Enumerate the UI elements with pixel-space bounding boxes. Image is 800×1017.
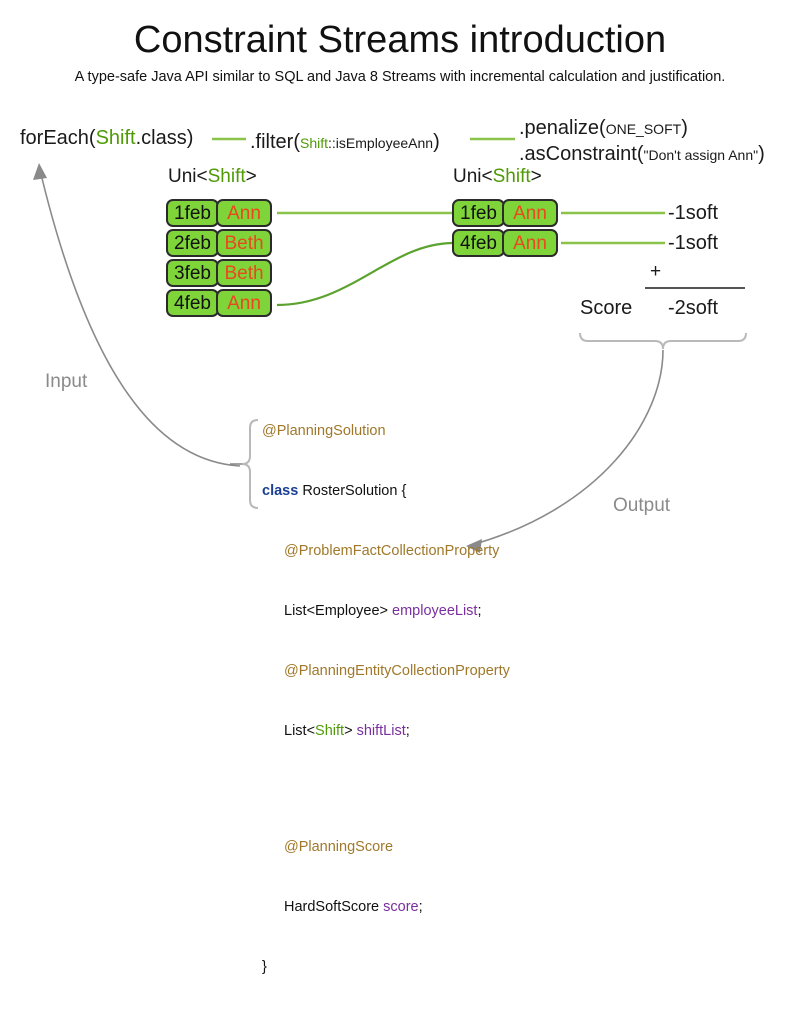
- closing-brace: }: [262, 959, 267, 975]
- score-field-name: score: [383, 899, 419, 915]
- shift-employee: Beth: [216, 259, 272, 287]
- filter-type: Shift: [300, 135, 329, 151]
- uni-right-type: Shift: [492, 166, 531, 187]
- code-line-shift-list: List<Shift> shiftList;: [262, 721, 510, 741]
- input-arrow-head: [33, 163, 47, 180]
- output-flow-label: Output: [613, 495, 671, 516]
- expression-as-constraint: .asConstraint("Don't assign Ann"): [519, 142, 765, 167]
- sum-rule: [645, 287, 745, 289]
- score-total-value: -2soft: [668, 297, 719, 319]
- annotation-problem-fact-collection-property: @ProblemFactCollectionProperty: [284, 543, 500, 559]
- shift-list-generic: Shift: [315, 723, 345, 739]
- shift-list-field: shiftList: [356, 723, 406, 739]
- annotation-planning-entity-collection-property: @PlanningEntityCollectionProperty: [284, 663, 510, 679]
- penalize-suffix: ): [681, 117, 688, 139]
- uni-right-suffix: >: [530, 166, 542, 187]
- shift-list-input: 1feb Ann 2feb Beth 3feb Beth 4feb Ann: [166, 199, 272, 317]
- shift-date: 2feb: [166, 229, 219, 257]
- annotation-planning-solution: @PlanningSolution: [262, 423, 386, 439]
- shift-card: 4feb Ann: [166, 289, 272, 317]
- expression-penalize: .penalize(ONE_SOFT): [519, 116, 688, 141]
- shift-date: 4feb: [166, 289, 219, 317]
- shift-card: 3feb Beth: [166, 259, 272, 287]
- penalize-prefix: .penalize(: [519, 117, 606, 139]
- page-subtitle: A type-safe Java API similar to SQL and …: [74, 69, 726, 85]
- shift-date: 1feb: [452, 199, 505, 227]
- penalize-arg: ONE_SOFT: [605, 121, 682, 137]
- shift-list-type-close: >: [344, 723, 357, 739]
- code-block: @PlanningSolution class RosterSolution {…: [262, 381, 510, 1017]
- employee-list-type: List<Employee>: [284, 603, 393, 619]
- code-line-annotation-problem-fact: @ProblemFactCollectionProperty: [262, 541, 510, 561]
- filter-suffix: ): [433, 131, 440, 153]
- penalty-value-1: -1soft: [668, 202, 719, 224]
- score-label: Score: [580, 297, 633, 319]
- page-title: Constraint Streams introduction: [133, 19, 667, 61]
- connector-shift4-match: [276, 241, 453, 307]
- code-line-annotation-planning-solution: @PlanningSolution: [262, 421, 510, 441]
- shift-date: 3feb: [166, 259, 219, 287]
- shift-date: 1feb: [166, 199, 219, 227]
- shift-employee: Beth: [216, 229, 272, 257]
- score-brace: [579, 332, 747, 350]
- shift-list-filtered: 1feb Ann 4feb Ann: [452, 199, 558, 257]
- employee-list-field: employeeList: [392, 603, 478, 619]
- score-field-type: HardSoftScore: [284, 899, 384, 915]
- shift-list-semicolon: ;: [405, 723, 410, 739]
- stream-type-label-right: Uni<Shift>: [453, 166, 542, 188]
- shift-card: 1feb Ann: [452, 199, 558, 227]
- shift-card: 2feb Beth: [166, 229, 272, 257]
- uni-left-suffix: >: [245, 166, 257, 187]
- code-brace: [241, 419, 259, 509]
- uni-left-type: Shift: [207, 166, 246, 187]
- diagram-canvas: Constraint Streams introduction A type-s…: [20, 19, 765, 975]
- as-constraint-suffix: ): [758, 143, 765, 165]
- class-name: RosterSolution {: [298, 483, 407, 499]
- as-constraint-prefix: .asConstraint(: [519, 143, 644, 165]
- shift-card: 1feb Ann: [166, 199, 272, 227]
- code-line-score-field: HardSoftScore score;: [262, 897, 510, 917]
- for-each-type: Shift: [95, 127, 136, 149]
- employee-list-semicolon: ;: [477, 603, 482, 619]
- uni-right-prefix: Uni<: [453, 166, 493, 187]
- code-line-closing-brace: }: [262, 957, 510, 977]
- code-line-annotation-planning-score: @PlanningScore: [262, 837, 510, 857]
- score-field-semicolon: ;: [418, 899, 423, 915]
- expression-for-each: forEach(Shift.class): [20, 126, 193, 150]
- code-line-annotation-planning-entity: @PlanningEntityCollectionProperty: [262, 661, 510, 681]
- shift-employee: Ann: [216, 199, 272, 227]
- sum-operator: +: [650, 261, 662, 282]
- shift-list-type-open: List<: [284, 723, 316, 739]
- filter-method: ::isEmployeeAnn: [328, 135, 434, 151]
- filter-prefix: .filter(: [250, 131, 300, 153]
- keyword-class: class: [262, 483, 299, 499]
- shift-card: 4feb Ann: [452, 229, 558, 257]
- shift-employee: Ann: [502, 229, 558, 257]
- code-line-employee-list: List<Employee> employeeList;: [262, 601, 510, 621]
- penalty-value-2: -1soft: [668, 232, 719, 254]
- shift-employee: Ann: [502, 199, 558, 227]
- input-flow-label: Input: [45, 371, 88, 392]
- shift-employee: Ann: [216, 289, 272, 317]
- for-each-prefix: forEach(: [20, 127, 96, 149]
- for-each-suffix: .class): [135, 127, 194, 149]
- expression-filter: .filter(Shift::isEmployeeAnn): [250, 130, 440, 155]
- code-blank-line: [262, 781, 510, 797]
- uni-left-prefix: Uni<: [168, 166, 208, 187]
- stream-type-label-left: Uni<Shift>: [168, 166, 257, 188]
- as-constraint-arg: "Don't assign Ann": [643, 147, 759, 163]
- annotation-planning-score: @PlanningScore: [284, 839, 394, 855]
- code-line-class-declaration: class RosterSolution {: [262, 481, 510, 501]
- shift-date: 4feb: [452, 229, 505, 257]
